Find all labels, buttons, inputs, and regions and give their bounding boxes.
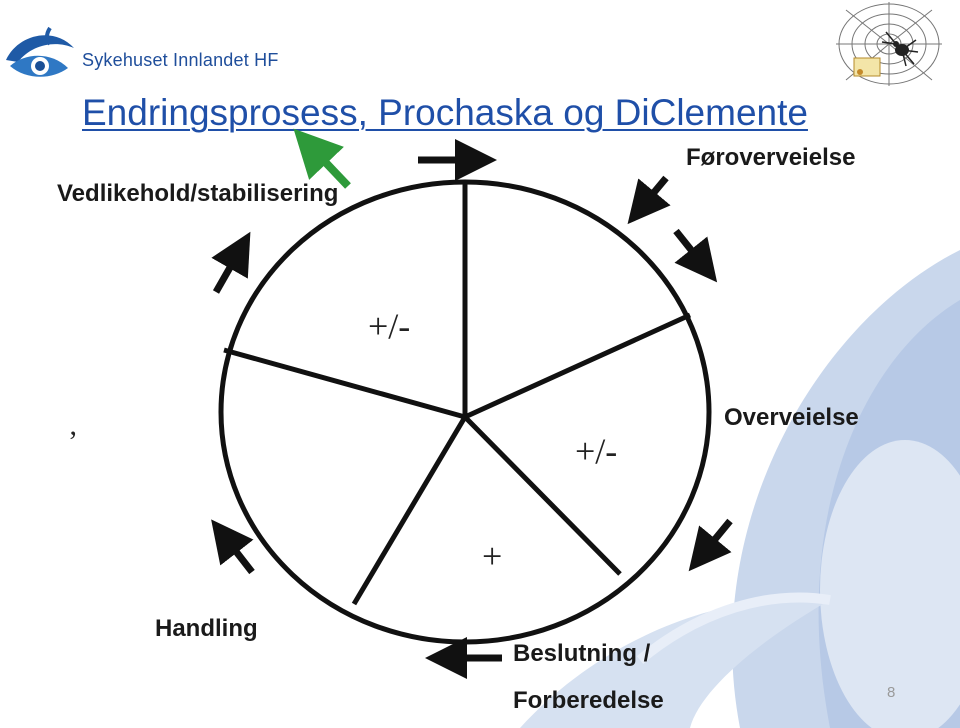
spider-web-icon — [836, 2, 942, 86]
stage-preparation-line1: Beslutning / — [513, 640, 651, 667]
spoke-left — [223, 347, 466, 420]
stage-preparation-line2: Forberedelse — [513, 687, 664, 714]
arrow-lower-right-icon — [688, 518, 733, 572]
spoke-lower-right — [463, 415, 622, 576]
arrow-upper-right-2-icon — [673, 228, 718, 283]
sign-bottom: + — [482, 536, 503, 576]
sign-right: +/- — [575, 431, 618, 471]
spoke-right — [463, 312, 692, 420]
arrow-upper-left-icon — [211, 231, 251, 294]
stage-maintenance: Vedlikehold/stabilisering — [57, 180, 339, 207]
stray-mark: ’ — [68, 425, 78, 458]
stage-action: Handling — [155, 615, 258, 642]
page-title: Endringsprosess, Prochaska og DiClemente — [82, 92, 808, 133]
sign-upper-left: +/- — [368, 306, 411, 346]
page-number: 8 — [887, 684, 896, 701]
arrow-lower-left-icon — [211, 519, 255, 575]
organization-name: Sykehuset Innlandet HF — [82, 50, 279, 70]
cycle-spokes — [223, 184, 692, 606]
green-arrow-icon — [293, 128, 351, 189]
arrow-upper-right-1-icon — [627, 175, 671, 225]
stage-contemplation: Overveielse — [724, 404, 859, 431]
sykehuset-eye-logo — [6, 26, 74, 77]
stage-precontemplation: Føroverveielse — [686, 144, 856, 171]
spoke-lower-left — [351, 415, 468, 606]
